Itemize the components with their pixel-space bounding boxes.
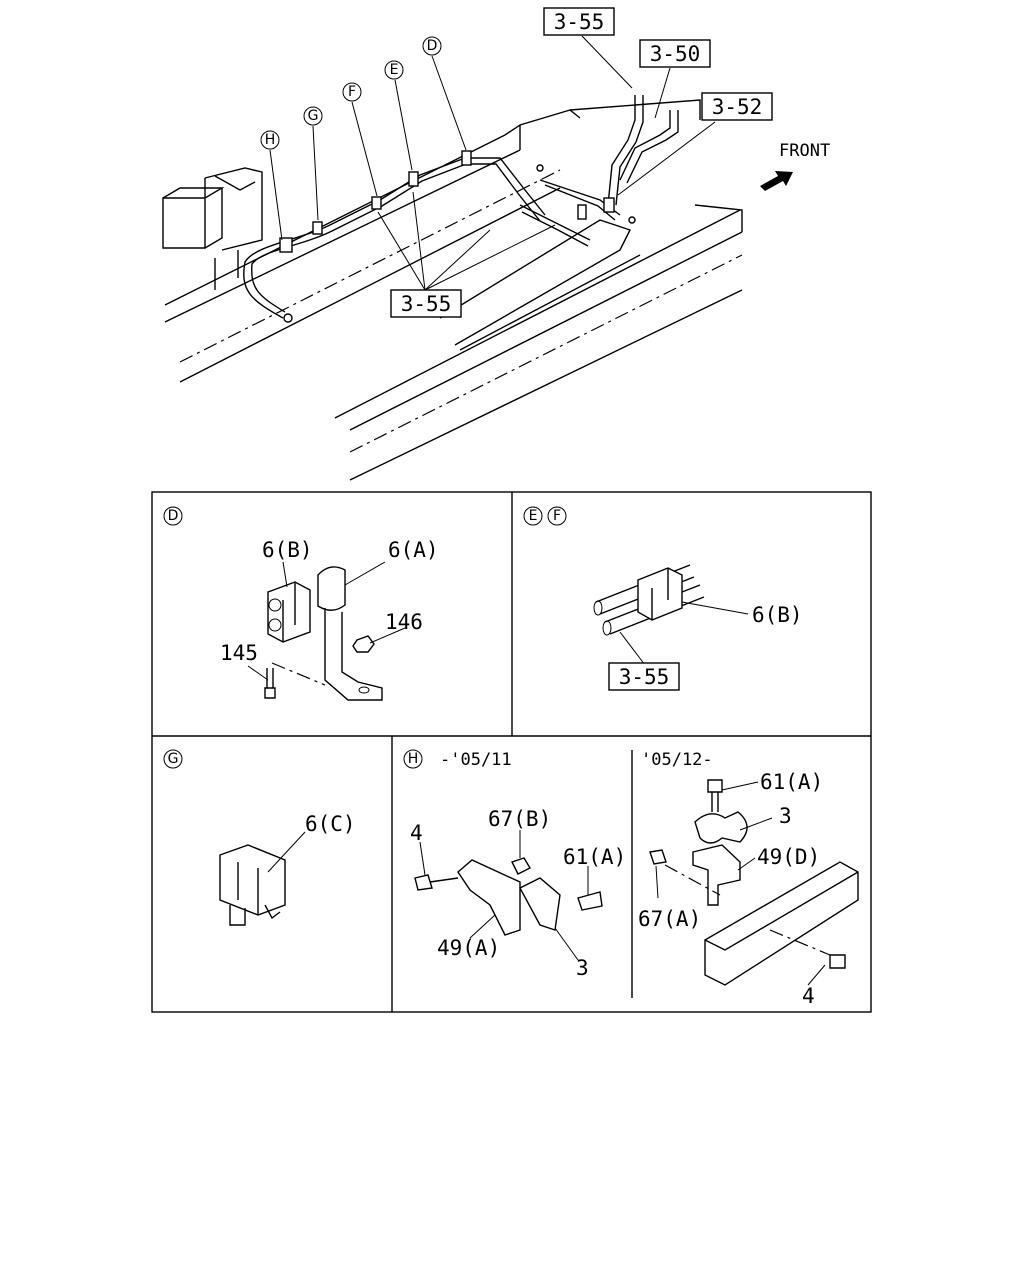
label-67b: 67(B): [488, 807, 551, 831]
ref-3-55-top: 3-55: [554, 10, 605, 34]
panel-g: G 6(C): [163, 749, 356, 926]
detail-grid: [151, 491, 872, 1013]
label-6b-d: 6(B): [262, 538, 313, 562]
panel-h1: H -'05/11 4 67(B) 61(A) 49(A) 3: [403, 749, 626, 980]
label-6c: 6(C): [305, 812, 356, 836]
svg-text:F: F: [553, 508, 561, 524]
svg-text:D: D: [427, 38, 438, 54]
panel-h1-marker: H: [403, 749, 423, 769]
panel-ef: E F 6(B) 3-55: [523, 506, 803, 691]
label-146: 146: [385, 610, 423, 634]
label-3-55-ef: 3-55: [619, 665, 670, 689]
panel-g-marker: G: [163, 749, 183, 769]
label-49a: 49(A): [437, 936, 500, 960]
chassis-overview: 3-55 3-50 3-52 3-55 D E F G H FRONT: [162, 7, 830, 481]
ref-box-3-50: [639, 39, 711, 68]
svg-text:G: G: [168, 751, 179, 767]
svg-text:G: G: [308, 108, 319, 124]
svg-text:E: E: [390, 62, 399, 78]
ref-3-50: 3-50: [650, 42, 701, 66]
panel-ef-marker-f: F: [547, 506, 567, 526]
marker-e: E: [384, 60, 404, 80]
label-145: 145: [220, 641, 258, 665]
svg-text:H: H: [265, 132, 276, 148]
svg-text:E: E: [529, 508, 538, 524]
period-h2: '05/12-: [641, 750, 713, 770]
label-61a-h1: 61(A): [563, 845, 626, 869]
label-6a: 6(A): [388, 538, 439, 562]
ref-box-3-55-top: [543, 7, 615, 36]
panel-d: D 6(B) 6(A) 146 145: [163, 506, 439, 701]
panel-h2: '05/12- 61(A) 3 49(D) 67(A) 4: [638, 750, 859, 1008]
panel-d-marker: D: [163, 506, 183, 526]
label-6b-ef: 6(B): [752, 603, 803, 627]
ref-box-3-55-mid: [390, 289, 462, 318]
marker-f: F: [342, 82, 362, 102]
ref-3-55-mid: 3-55: [401, 292, 452, 316]
label-3-h1: 3: [576, 956, 589, 980]
svg-text:F: F: [348, 84, 356, 100]
label-3-h2: 3: [779, 804, 792, 828]
label-61a-h2: 61(A): [760, 770, 823, 794]
label-4-h2: 4: [802, 984, 815, 1008]
label-49d: 49(D): [757, 845, 820, 869]
marker-g: G: [303, 106, 323, 126]
svg-text:D: D: [168, 508, 179, 524]
ref-box-3-52: [701, 92, 773, 121]
front-arrow-icon: [760, 171, 793, 191]
svg-text:H: H: [408, 751, 419, 767]
label-4-h1: 4: [410, 821, 423, 845]
period-h1: -'05/11: [440, 750, 512, 770]
panel-ef-marker-e: E: [523, 506, 543, 526]
label-67a: 67(A): [638, 907, 701, 931]
ref-3-52: 3-52: [712, 95, 763, 119]
front-label: FRONT: [779, 141, 830, 161]
marker-d: D: [422, 36, 442, 56]
marker-h: H: [260, 130, 280, 150]
